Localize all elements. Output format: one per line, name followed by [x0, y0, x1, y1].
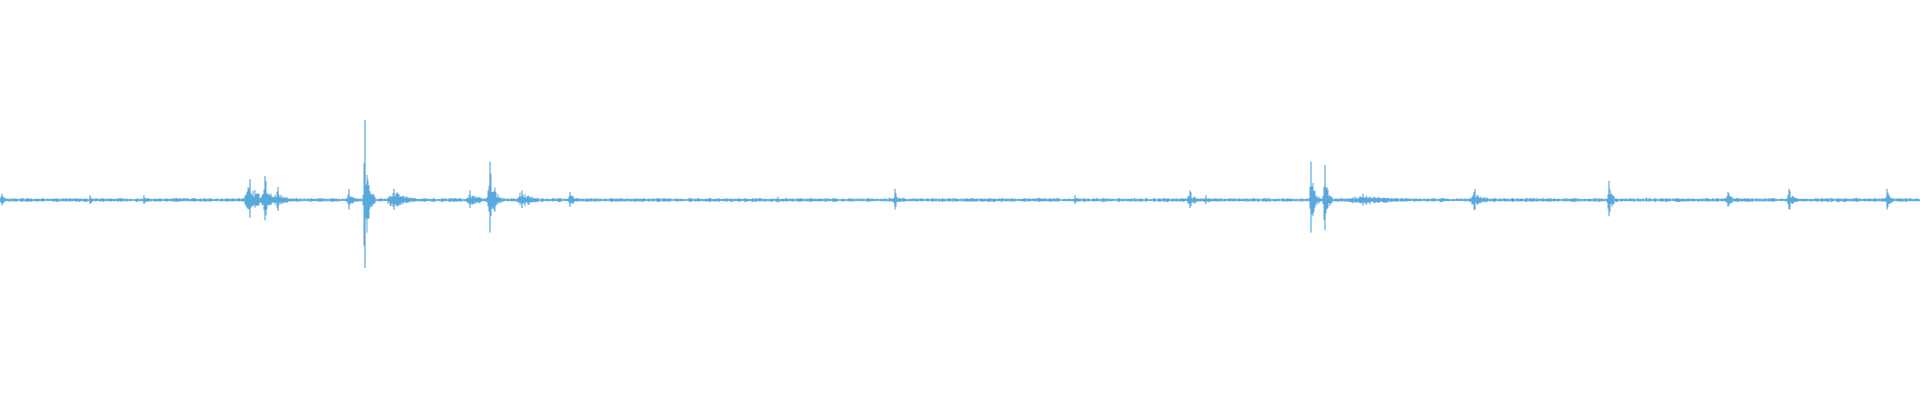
waveform-samples — [0, 146, 1920, 266]
waveform-layer — [0, 120, 1920, 268]
